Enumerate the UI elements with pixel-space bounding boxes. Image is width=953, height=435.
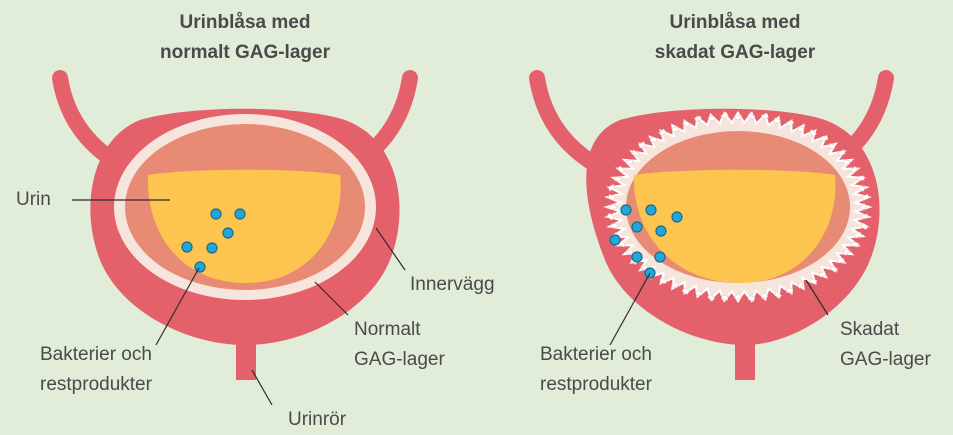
title-normal-gag: Urinblåsa med normalt GAG-lager: [95, 8, 395, 68]
bacterium: [610, 235, 620, 245]
gag-fragment: [797, 127, 803, 132]
gag-fragment: [858, 176, 864, 181]
gag-fragment: [838, 259, 844, 263]
bacterium: [655, 252, 665, 262]
bacterium: [223, 228, 233, 238]
label-line: Bakterier och: [540, 340, 652, 370]
bacterium: [207, 243, 217, 253]
gag-fragment: [696, 291, 703, 296]
gag-fragment: [721, 295, 727, 300]
bacterium: [621, 205, 631, 215]
gag-fragment: [843, 160, 850, 165]
leader-urethra: [252, 370, 272, 405]
bacterium: [672, 212, 682, 222]
gag-fragment: [735, 115, 741, 119]
gag-fragment: [626, 160, 633, 165]
label-line: Normalt: [354, 315, 445, 345]
gag-fragment: [650, 137, 657, 142]
label-inner-wall: Innervägg: [410, 270, 495, 300]
title-damaged-gag: Urinblåsa med skadat GAG-lager: [585, 8, 885, 68]
label-line: Skadat: [840, 315, 931, 345]
label-urethra: Urinrör: [288, 405, 346, 435]
gag-fragment: [821, 136, 828, 141]
gag-fragment: [611, 224, 617, 228]
bacterium: [235, 209, 245, 219]
bacterium: [211, 209, 221, 219]
bladder-damaged-gag: [537, 78, 886, 380]
bacterium: [632, 252, 642, 262]
bacterium: [195, 262, 205, 272]
title-line: Urinblåsa med: [585, 8, 885, 38]
label-line: Bakterier och: [40, 340, 152, 370]
label-damaged-gag: Skadat GAG-lager: [840, 315, 931, 375]
label-line: GAG-lager: [354, 345, 445, 375]
gag-fragment: [615, 177, 621, 182]
gag-fragment: [787, 288, 793, 292]
label-line: restprodukter: [540, 370, 652, 400]
title-line: normalt GAG-lager: [95, 38, 395, 68]
label-bacteria-damaged: Bakterier och restprodukter: [540, 340, 652, 400]
bacterium: [646, 205, 656, 215]
bacterium: [656, 226, 666, 236]
bacterium: [182, 242, 192, 252]
label-line: restprodukter: [40, 370, 152, 400]
title-line: Urinblåsa med: [95, 8, 395, 38]
title-line: skadat GAG-lager: [585, 38, 885, 68]
label-line: GAG-lager: [840, 345, 931, 375]
gag-fragment: [861, 214, 867, 219]
gag-fragment: [672, 127, 678, 132]
bacterium: [632, 222, 642, 232]
label-bacteria-normal: Bakterier och restprodukter: [40, 340, 152, 400]
label-urine: Urin: [16, 185, 51, 215]
label-normal-gag: Normalt GAG-lager: [354, 315, 445, 375]
gag-fragment: [660, 278, 667, 283]
